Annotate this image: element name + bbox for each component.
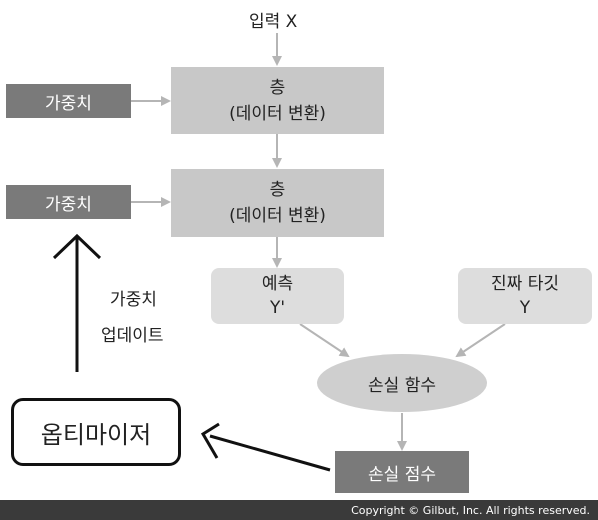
arrow-target-to-loss: [455, 323, 506, 358]
loss-score-box: 손실 점수: [335, 451, 469, 493]
weights-label-1: 가중치: [45, 93, 92, 114]
layer1-title: 층: [269, 77, 286, 98]
weights-label-2: 가중치: [45, 194, 92, 215]
loss-function-label: 손실 함수: [368, 375, 436, 396]
prediction-symbol: Y': [269, 298, 286, 318]
target-title: 진짜 타깃: [491, 274, 559, 294]
arrowhead-weights: [52, 233, 102, 260]
layer2-title: 층: [269, 180, 286, 200]
weight-update-line1: 가중치: [110, 290, 157, 310]
weight-update-line2: 업데이트: [101, 326, 164, 346]
copyright-bar: Copyright © Gilbut, Inc. All rights rese…: [0, 500, 598, 520]
target-box: 진짜 타깃 Y: [458, 268, 592, 324]
optimizer-box: 옵티마이저: [11, 398, 181, 466]
layer1-subtitle: (데이터 변환): [229, 103, 326, 124]
loss-score-label: 손실 점수: [368, 464, 436, 485]
prediction-title: 예측: [261, 274, 294, 294]
optimizer-label: 옵티마이저: [40, 420, 152, 449]
target-symbol: Y: [519, 298, 531, 318]
prediction-box: 예측 Y': [211, 268, 344, 324]
copyright-text: Copyright © Gilbut, Inc. All rights rese…: [351, 503, 590, 517]
arrowhead-optimizer: [200, 422, 220, 459]
weights-box-2: 가중치: [6, 185, 131, 219]
layer2-subtitle: (데이터 변환): [229, 206, 326, 226]
arrow-score-to-optimizer: [209, 434, 331, 472]
loss-function-ellipse: 손실 함수: [317, 354, 487, 412]
arrow-prediction-to-loss: [299, 323, 350, 358]
layer-box-2: 층 (데이터 변환): [171, 169, 384, 237]
weights-box-1: 가중치: [6, 84, 131, 118]
input-label: 입력 X: [249, 12, 298, 32]
layer-box-1: 층 (데이터 변환): [171, 67, 384, 134]
